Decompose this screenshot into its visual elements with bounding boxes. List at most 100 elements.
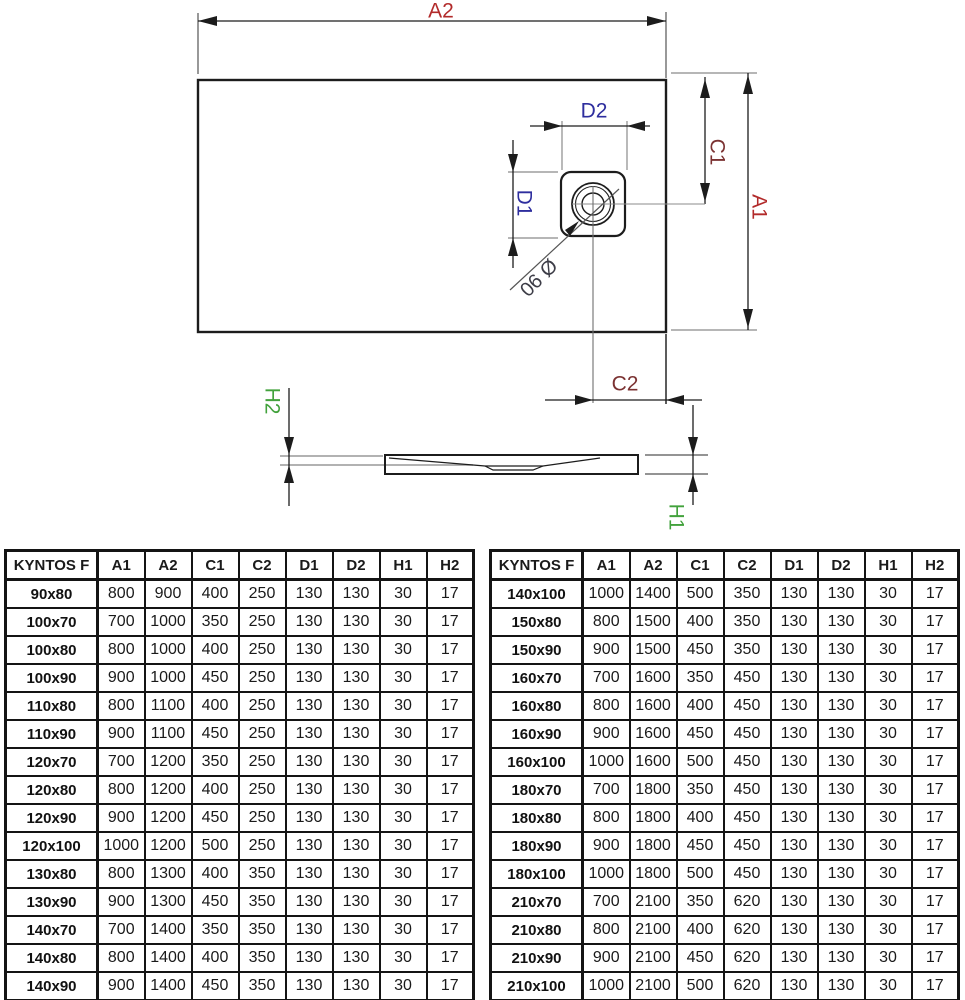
value-cell: 1000 xyxy=(143,607,193,637)
size-cell: 160x90 xyxy=(489,719,584,749)
value-cell: 1500 xyxy=(628,607,678,637)
size-cell: 140x100 xyxy=(489,578,584,609)
value-cell: 250 xyxy=(237,691,287,721)
value-cell: 130 xyxy=(816,691,866,721)
value-cell: 17 xyxy=(425,775,475,805)
value-cell: 30 xyxy=(378,971,428,1000)
size-cell: 140x80 xyxy=(4,943,99,973)
value-cell: 30 xyxy=(863,747,913,777)
value-cell: 450 xyxy=(190,971,240,1000)
header-row: KYNTOS F A1 A2 C1 C2 D1 D2 H1 H2 xyxy=(4,549,475,581)
value-cell: 1600 xyxy=(628,747,678,777)
size-cell: 100x80 xyxy=(4,635,99,665)
value-cell: 130 xyxy=(816,747,866,777)
value-cell: 130 xyxy=(769,775,819,805)
value-cell: 400 xyxy=(190,691,240,721)
value-cell: 130 xyxy=(284,915,334,945)
value-cell: 30 xyxy=(863,719,913,749)
value-cell: 30 xyxy=(378,887,428,917)
value-cell: 450 xyxy=(722,663,772,693)
value-cell: 1300 xyxy=(143,859,193,889)
value-cell: 620 xyxy=(722,887,772,917)
value-cell: 17 xyxy=(425,747,475,777)
size-cell: 180x80 xyxy=(489,803,584,833)
value-cell: 450 xyxy=(722,775,772,805)
size-cell: 90x80 xyxy=(4,578,99,609)
col-header-a1: A1 xyxy=(581,549,631,581)
value-cell: 1000 xyxy=(581,859,631,889)
value-cell: 500 xyxy=(675,578,725,609)
value-cell: 250 xyxy=(237,607,287,637)
dim-d1 xyxy=(508,140,558,268)
value-cell: 130 xyxy=(284,831,334,861)
value-cell: 500 xyxy=(675,747,725,777)
value-cell: 17 xyxy=(425,691,475,721)
label-a2: A2 xyxy=(428,0,454,23)
value-cell: 30 xyxy=(378,635,428,665)
value-cell: 130 xyxy=(769,691,819,721)
value-cell: 400 xyxy=(190,775,240,805)
value-cell: 130 xyxy=(284,691,334,721)
value-cell: 450 xyxy=(722,691,772,721)
value-cell: 1600 xyxy=(628,663,678,693)
size-cell: 130x90 xyxy=(4,887,99,917)
value-cell: 700 xyxy=(96,915,146,945)
spec-table-right: KYNTOS F A1 A2 C1 C2 D1 D2 H1 H2 140x100… xyxy=(489,549,960,1000)
value-cell: 1800 xyxy=(628,831,678,861)
value-cell: 130 xyxy=(769,607,819,637)
label-c1: C1 xyxy=(705,138,729,166)
value-cell: 130 xyxy=(816,803,866,833)
value-cell: 450 xyxy=(722,747,772,777)
value-cell: 130 xyxy=(331,859,381,889)
value-cell: 130 xyxy=(331,915,381,945)
value-cell: 17 xyxy=(425,719,475,749)
col-header-c2: C2 xyxy=(722,549,772,581)
value-cell: 450 xyxy=(190,663,240,693)
value-cell: 130 xyxy=(331,803,381,833)
value-cell: 17 xyxy=(425,831,475,861)
value-cell: 130 xyxy=(769,635,819,665)
col-header-h2: H2 xyxy=(910,549,960,581)
value-cell: 130 xyxy=(331,635,381,665)
value-cell: 130 xyxy=(816,831,866,861)
value-cell: 130 xyxy=(769,719,819,749)
value-cell: 1400 xyxy=(143,915,193,945)
value-cell: 350 xyxy=(237,971,287,1000)
value-cell: 130 xyxy=(769,663,819,693)
value-cell: 350 xyxy=(722,578,772,609)
value-cell: 700 xyxy=(581,663,631,693)
dim-d2 xyxy=(530,121,650,170)
dim-h1 xyxy=(645,405,708,505)
value-cell: 450 xyxy=(675,943,725,973)
value-cell: 30 xyxy=(378,719,428,749)
dim-c1 xyxy=(700,77,710,204)
col-header-d1: D1 xyxy=(769,549,819,581)
value-cell: 17 xyxy=(425,803,475,833)
value-cell: 1500 xyxy=(628,635,678,665)
value-cell: 1600 xyxy=(628,691,678,721)
col-header-a2: A2 xyxy=(143,549,193,581)
value-cell: 800 xyxy=(581,607,631,637)
value-cell: 900 xyxy=(96,663,146,693)
value-cell: 30 xyxy=(863,803,913,833)
value-cell: 130 xyxy=(769,578,819,609)
value-cell: 130 xyxy=(769,887,819,917)
value-cell: 130 xyxy=(331,747,381,777)
value-cell: 130 xyxy=(284,775,334,805)
value-cell: 30 xyxy=(863,691,913,721)
value-cell: 30 xyxy=(863,607,913,637)
value-cell: 250 xyxy=(237,803,287,833)
value-cell: 130 xyxy=(331,887,381,917)
size-cell: 150x80 xyxy=(489,607,584,637)
value-cell: 30 xyxy=(378,859,428,889)
value-cell: 400 xyxy=(190,943,240,973)
value-cell: 17 xyxy=(910,775,960,805)
